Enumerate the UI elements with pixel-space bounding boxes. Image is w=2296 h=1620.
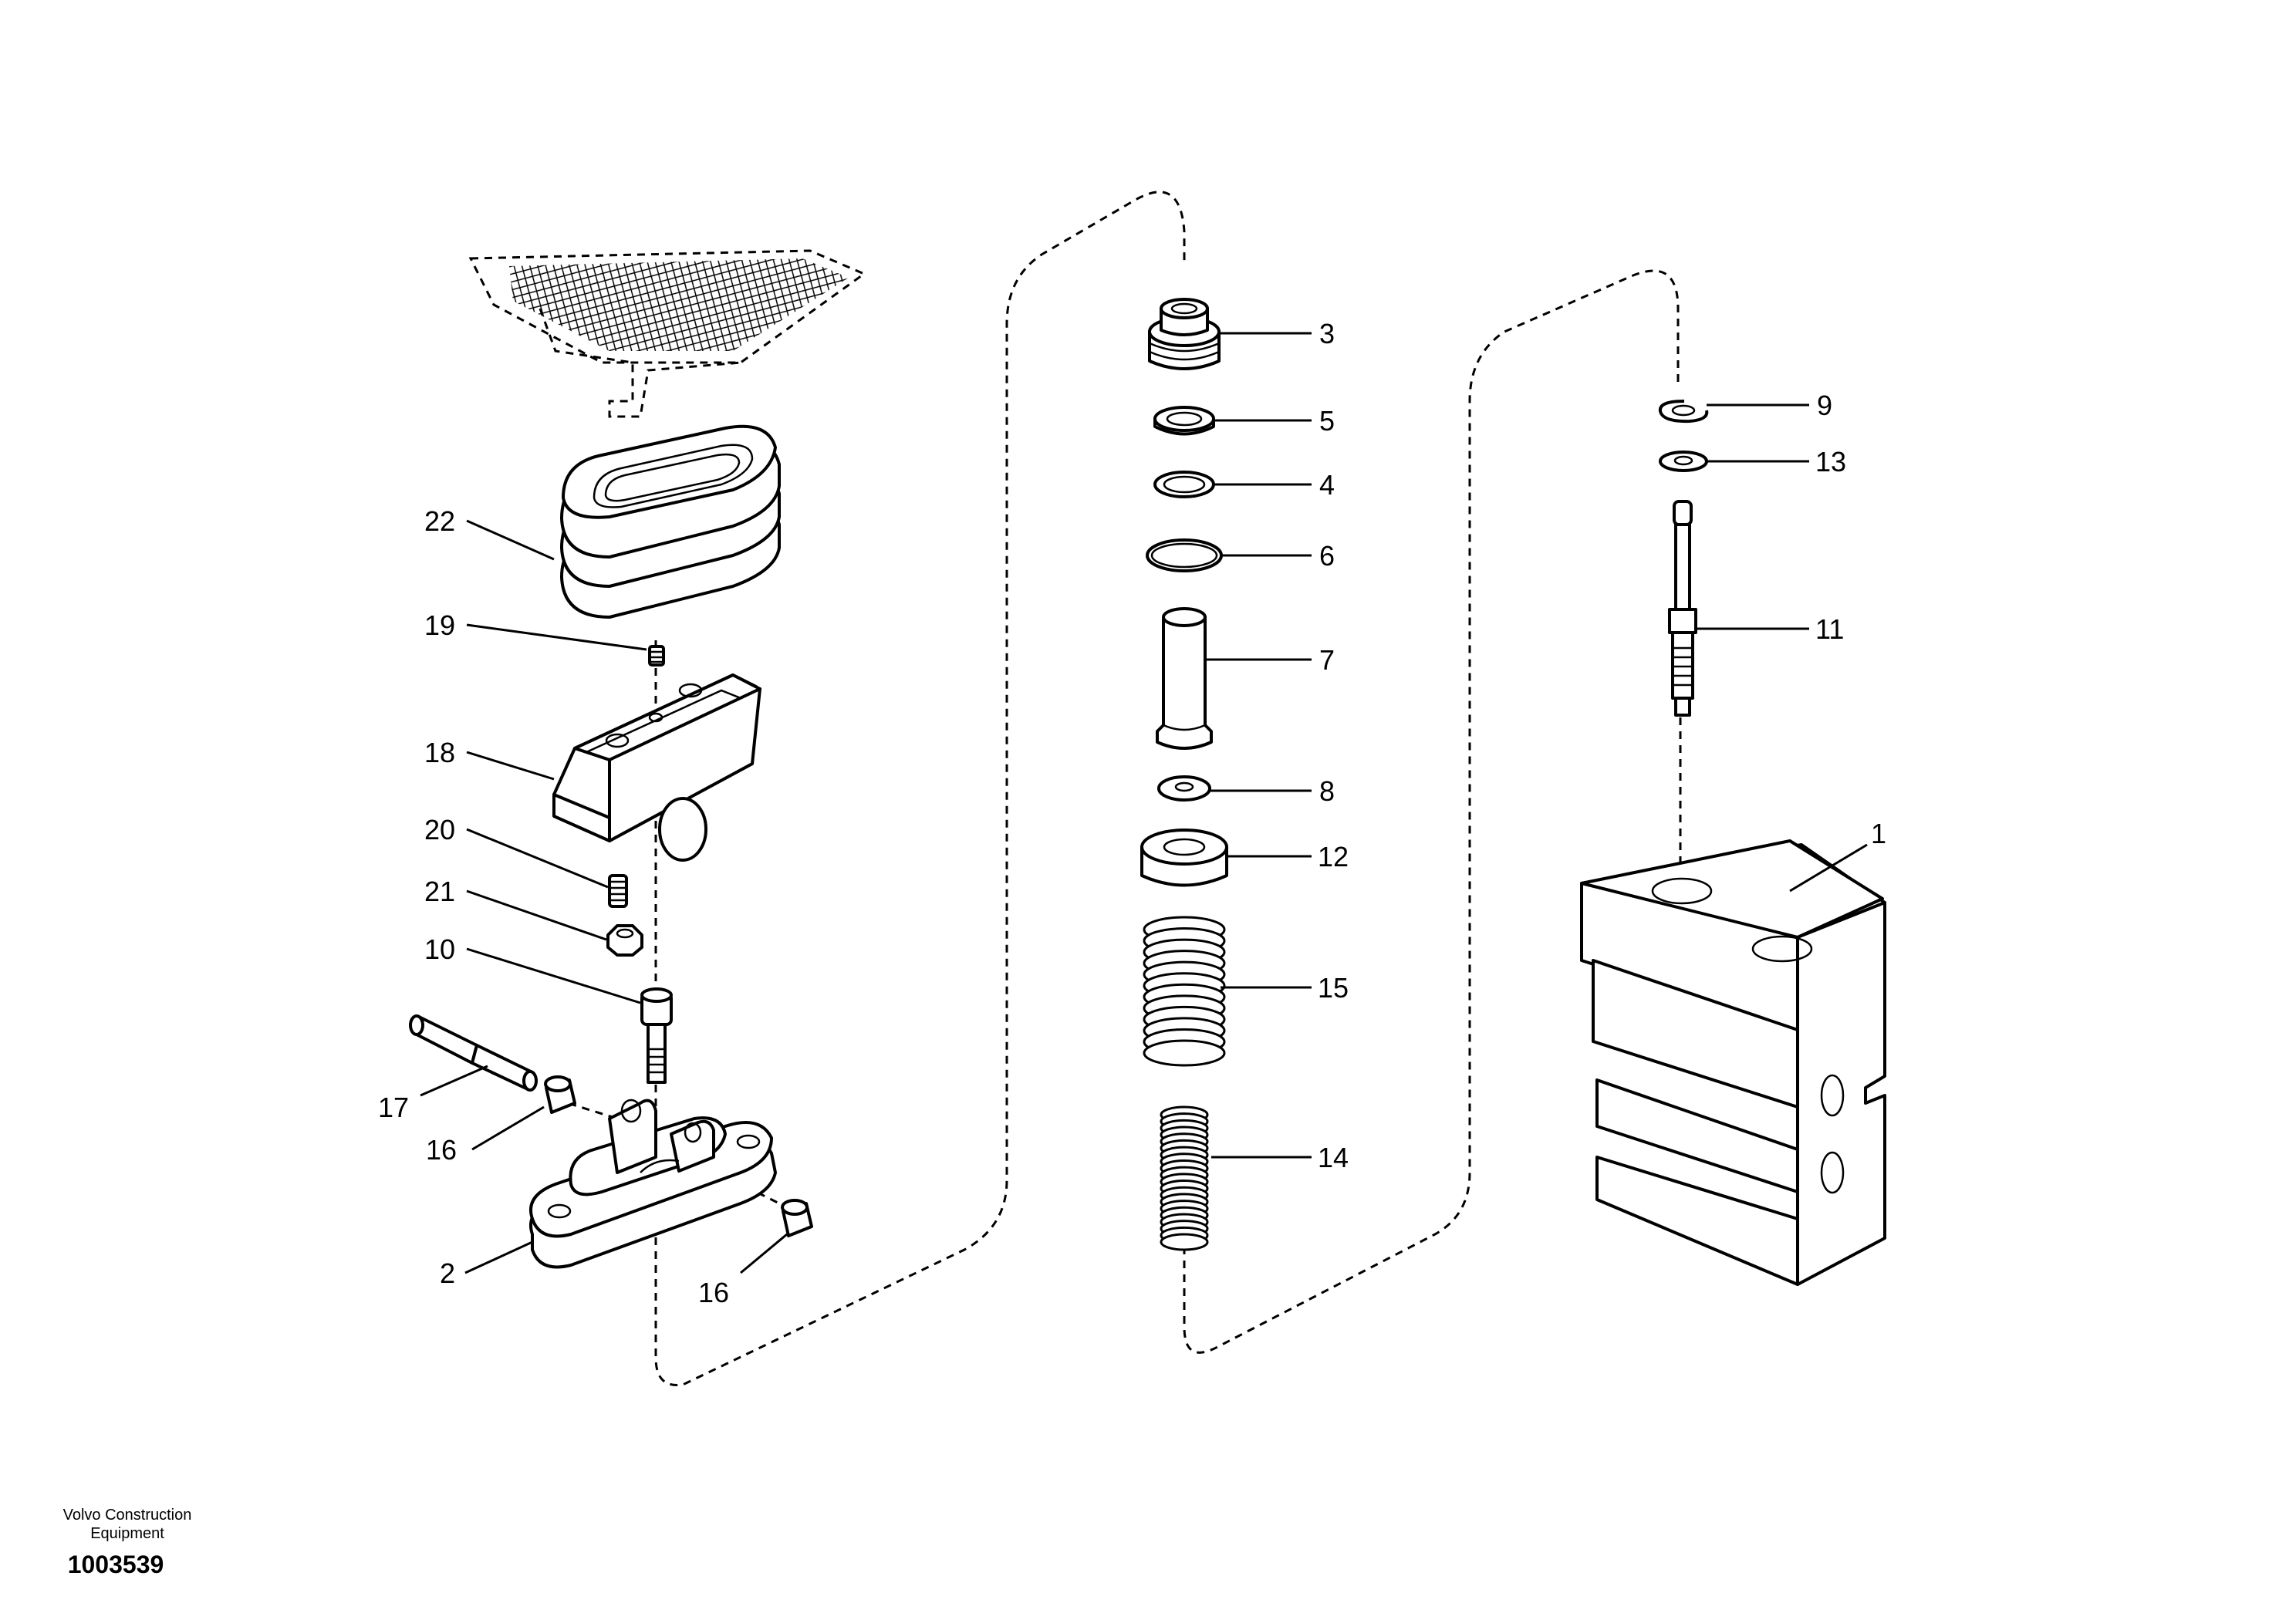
callout-12: 12 — [1318, 841, 1349, 872]
part-20-set-screw — [608, 874, 628, 908]
leader-lines — [420, 332, 1868, 1274]
callout-19: 19 — [424, 609, 455, 641]
callout-10: 10 — [424, 933, 455, 965]
callout-5: 5 — [1319, 405, 1335, 437]
brand-line-2: Equipment — [90, 1525, 164, 1542]
callout-16-lower: 16 — [698, 1277, 729, 1308]
callout-8: 8 — [1319, 775, 1335, 807]
callout-17: 17 — [378, 1092, 409, 1123]
callout-7: 7 — [1319, 644, 1335, 676]
part-16-bushing-upper — [544, 1075, 576, 1114]
assembly-path-left — [654, 191, 1186, 1387]
part-11-plunger — [1668, 500, 1697, 717]
callout-2: 2 — [440, 1257, 455, 1289]
spring-coil — [1143, 1039, 1226, 1067]
part-18-lever-block — [552, 673, 761, 862]
callout-20: 20 — [424, 814, 455, 845]
pedal-ghost — [468, 249, 867, 418]
callout-16-upper: 16 — [426, 1134, 457, 1166]
callout-3: 3 — [1319, 318, 1335, 349]
part-19-set-screw — [648, 645, 665, 667]
part-2-base-bracket — [529, 1099, 777, 1269]
callout-15: 15 — [1318, 972, 1349, 1004]
callout-14: 14 — [1318, 1142, 1349, 1173]
part-17-pin — [409, 1014, 538, 1092]
part-4-washer — [1153, 471, 1215, 498]
callout-1: 1 — [1871, 818, 1886, 849]
callout-13: 13 — [1815, 446, 1846, 478]
part-6-o-ring — [1146, 538, 1223, 572]
part-5-seal — [1153, 406, 1215, 436]
callout-11: 11 — [1815, 613, 1844, 645]
part-13-washer — [1659, 451, 1708, 472]
part-14-inner-spring — [1160, 1105, 1209, 1251]
part-16-bushing-lower — [781, 1199, 813, 1237]
axis-line-pin — [555, 1098, 618, 1120]
brand-caption: Volvo Construction Equipment — [31, 1506, 224, 1543]
part-15-outer-spring — [1143, 916, 1226, 1067]
part-9-snap-ring — [1658, 400, 1709, 424]
part-12-spring-seat — [1140, 829, 1228, 887]
part-21-nut — [606, 924, 643, 957]
callout-18: 18 — [424, 737, 455, 768]
assembly-path-right — [1183, 269, 1680, 1354]
part-3-plug — [1148, 298, 1221, 370]
part-7-spool — [1156, 607, 1213, 750]
callout-9: 9 — [1817, 390, 1832, 421]
document-number: 1003539 — [67, 1551, 164, 1578]
callout-6: 6 — [1319, 540, 1335, 572]
part-1-valve-body — [1580, 839, 1886, 1286]
part-10-bolt — [640, 987, 673, 1084]
brand-line-1: Volvo Construction — [62, 1507, 192, 1524]
callout-22: 22 — [424, 505, 455, 537]
spring-coil — [1160, 1233, 1209, 1251]
callout-4: 4 — [1319, 469, 1335, 501]
axis-line-bushing — [732, 1179, 780, 1205]
part-22-boot — [560, 424, 781, 619]
callout-labels: 3 5 4 6 7 8 12 15 14 9 13 11 1 22 19 18 … — [378, 318, 1886, 1308]
part-8-washer — [1157, 775, 1211, 802]
callout-21: 21 — [424, 876, 455, 907]
